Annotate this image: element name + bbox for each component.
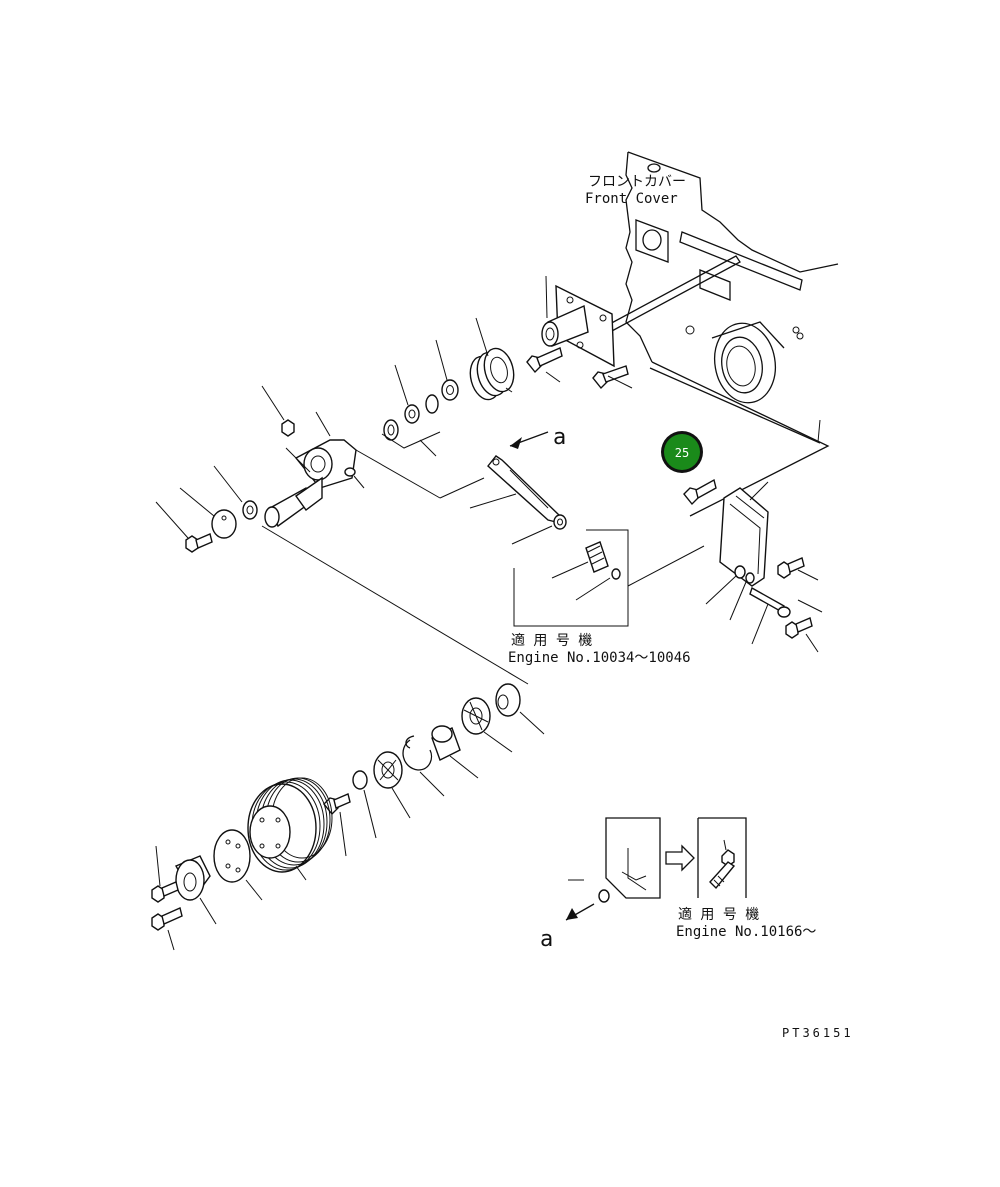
link-rod — [469, 431, 561, 523]
bracket-bolt-b — [592, 365, 633, 390]
washer-top — [435, 339, 459, 401]
drawing-number: PT36151 — [782, 1026, 854, 1040]
engine-range-label-2: Engine No.10166〜 — [676, 924, 816, 940]
grease-nipple — [261, 385, 295, 437]
bracket-bolt-right-2 — [785, 617, 819, 653]
end-plate-left — [179, 487, 237, 539]
bracket-bolt-a — [526, 347, 563, 383]
front-cover-label-jp: フロントカバー — [588, 174, 686, 190]
end-bolt-left — [155, 501, 213, 553]
applicable-label-1: 適 用 号 機 — [511, 632, 592, 649]
detail-box-engine-range-1 — [511, 514, 705, 627]
cover-bolt-a — [151, 845, 179, 903]
bracket-nut-washer — [705, 565, 755, 621]
bracket-stud — [749, 586, 823, 645]
engine-range-label-1: Engine No.10034〜10046 — [508, 650, 691, 666]
tensioner-arm — [261, 411, 529, 685]
bearing-inner — [461, 697, 513, 753]
snap-ring — [402, 735, 445, 797]
applicable-label-2: 適 用 号 機 — [678, 906, 759, 923]
washer-left — [213, 465, 258, 520]
bearing-outer — [495, 683, 545, 735]
callout-hotspot-25[interactable]: 25 — [661, 431, 703, 473]
right-bracket — [719, 481, 769, 587]
gasket-plate — [213, 829, 263, 901]
view-ref-a-top: a — [553, 425, 566, 450]
view-ref-a-bottom: a — [540, 927, 553, 952]
idler-pulley — [247, 777, 333, 881]
detail-inset-engine-range-2 — [565, 817, 747, 921]
callout-number: 25 — [675, 446, 689, 460]
spacer-tube — [431, 725, 479, 779]
cover-bolt-b — [151, 907, 183, 951]
small-washer — [352, 770, 377, 839]
tension-spring — [469, 317, 515, 401]
bearing-mid — [373, 751, 411, 819]
bracket-bolt-top — [683, 478, 717, 506]
small-plug — [344, 467, 365, 489]
front-cover-outline — [625, 151, 839, 517]
tension-shaft-assembly — [541, 255, 741, 368]
bracket-bolt-right-1 — [777, 557, 819, 581]
pulley-cover — [175, 855, 217, 925]
bushing-pair — [381, 364, 441, 457]
front-cover-label-en: Front Cover — [585, 191, 678, 207]
